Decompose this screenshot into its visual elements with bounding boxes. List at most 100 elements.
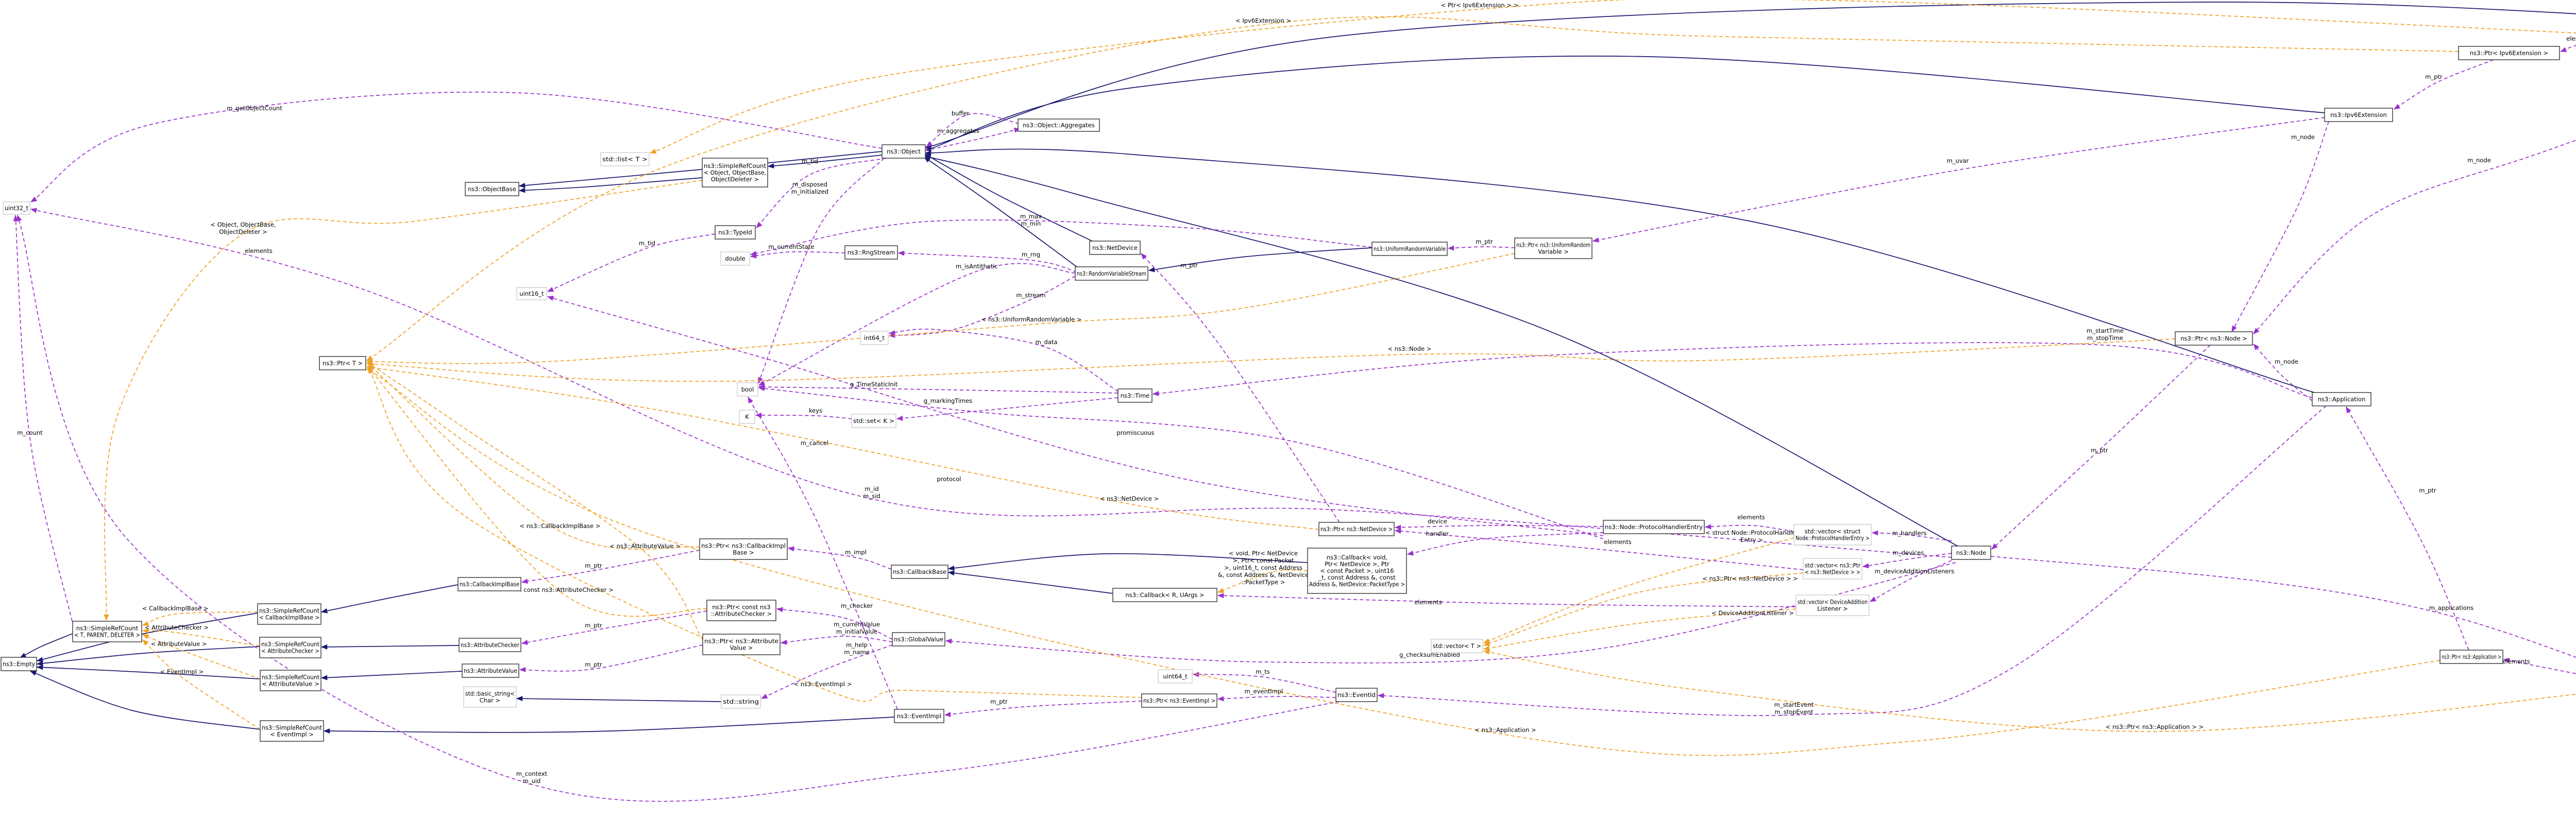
- class-node-bstr[interactable]: std::basic_string<Char >: [463, 686, 517, 708]
- class-node-K[interactable]: K: [739, 410, 755, 424]
- class-node-rvs[interactable]: ns3::RandomVariableStream: [1075, 266, 1148, 281]
- class-node-eventid[interactable]: ns3::EventId: [1335, 688, 1378, 702]
- member-edge: [547, 296, 1604, 536]
- edge-label: m_node: [2467, 157, 2491, 164]
- edge-label: < ns3::Ptr< ns3::NetDevice > >: [1702, 575, 1798, 582]
- class-node-box: [259, 637, 321, 658]
- class-node-vecND[interactable]: std::vector< ns3::Ptr< ns3::NetDevice > …: [1803, 558, 1862, 580]
- class-node-ptrExt[interactable]: ns3::Ptr< Ipv6Extension >: [2458, 46, 2560, 60]
- template-edge: [366, 338, 2176, 382]
- class-node-srcCIB[interactable]: ns3::SimpleRefCount< CallbackImplBase >: [257, 603, 321, 625]
- class-node-rng[interactable]: ns3::RngStream: [844, 245, 898, 260]
- member-edge: [2253, 344, 2313, 401]
- edge-label: < ns3::Ptr< ns3::Application > >: [2106, 723, 2204, 730]
- class-node-u64[interactable]: uint64_t: [1158, 669, 1193, 684]
- class-node-i64[interactable]: int64_t: [860, 331, 889, 345]
- class-node-vecT[interactable]: std::vector< T >: [1431, 639, 1483, 653]
- class-node-ptrNode[interactable]: ns3::Ptr< ns3::Node >: [2175, 331, 2253, 346]
- class-node-sstr[interactable]: std::string: [721, 694, 761, 709]
- class-node-objAgg[interactable]: ns3::Object::Aggregates: [1018, 118, 1100, 132]
- edge-label: elements: [2502, 658, 2530, 665]
- class-node-box: [2312, 392, 2371, 406]
- template-edge: [1483, 650, 2576, 732]
- template-edge: [367, 367, 1142, 702]
- class-node-label: ns3::Ptr< Ipv6Extension >: [2470, 49, 2548, 57]
- class-node-label: std::set< K >: [853, 417, 894, 424]
- class-node-empty[interactable]: ns3::Empty: [1, 657, 37, 671]
- class-node-box: [894, 709, 944, 723]
- edge-label: m_ptr: [1476, 238, 1493, 245]
- class-node-ext[interactable]: ns3::Ipv6Extension: [2324, 108, 2393, 122]
- class-node-bool[interactable]: bool: [737, 382, 758, 397]
- class-node-label: ns3::SimpleRefCount< Object, ObjectBase,…: [704, 162, 766, 183]
- edge-label: m_ptr: [2425, 73, 2443, 80]
- class-node-bigCB[interactable]: ns3::Callback< void,Ptr< NetDevice >, Pt…: [1307, 548, 1407, 594]
- class-node-srcEI[interactable]: ns3::SimpleRefCount< EventImpl >: [260, 720, 324, 742]
- edge-label: m_stream: [1016, 292, 1045, 299]
- class-node-label: ns3::Callback< void,Ptr< NetDevice >, Pt…: [1309, 554, 1405, 588]
- class-node-object[interactable]: ns3::Object: [882, 144, 926, 159]
- member-edge: [1862, 553, 1952, 569]
- class-node-netdev[interactable]: ns3::NetDevice: [1089, 241, 1141, 255]
- class-node-typeid[interactable]: ns3::TypeId: [715, 225, 756, 240]
- class-node-u32[interactable]: uint32_t: [3, 201, 30, 215]
- class-node-u16[interactable]: uint16_t: [516, 287, 547, 300]
- class-node-srcObj[interactable]: ns3::SimpleRefCount< Object, ObjectBase,…: [702, 158, 768, 188]
- class-node-cib[interactable]: ns3::CallbackImplBase: [457, 577, 521, 591]
- class-node-nodePHE[interactable]: ns3::Node::ProtocolHandlerEntry: [1603, 520, 1705, 534]
- inheritance-edge: [516, 696, 722, 702]
- member-edge: [787, 546, 892, 570]
- member-edge: [13, 214, 73, 622]
- class-node-setK[interactable]: std::set< K >: [851, 414, 896, 428]
- member-edge: [2393, 59, 2494, 110]
- class-node-box: [739, 410, 755, 424]
- class-node-node[interactable]: ns3::Node: [1951, 546, 1991, 560]
- class-node-time[interactable]: ns3::Time: [1117, 388, 1153, 403]
- class-node-ptrCAC[interactable]: ns3::Ptr< const ns3::AttributeChecker >: [706, 600, 776, 621]
- member-edge: [521, 550, 700, 584]
- edge-label: < const ns3::AttributeChecker >: [517, 586, 613, 593]
- class-node-urv[interactable]: ns3::UniformRandomVariable: [1371, 242, 1448, 256]
- class-node-obase[interactable]: ns3::ObjectBase: [465, 182, 519, 196]
- class-node-ptrEI[interactable]: ns3::Ptr< ns3::EventImpl >: [1141, 693, 1217, 708]
- class-node-double[interactable]: double: [720, 251, 750, 266]
- class-node-srcAC[interactable]: ns3::SimpleRefCount< AttributeChecker >: [259, 637, 321, 658]
- class-node-label: ns3::AttributeChecker: [461, 641, 519, 649]
- class-node-ptrT[interactable]: ns3::Ptr< T >: [319, 356, 366, 370]
- class-node-box: [1318, 522, 1395, 536]
- class-node-ptrND[interactable]: ns3::Ptr< ns3::NetDevice >: [1318, 522, 1395, 536]
- member-edge: [1377, 405, 2327, 716]
- class-node-box: [1603, 520, 1705, 534]
- class-node-srcAV[interactable]: ns3::SimpleRefCount< AttributeValue >: [260, 670, 321, 691]
- class-node-ac[interactable]: ns3::AttributeChecker: [459, 638, 521, 652]
- edge-label: g_TimeStaticInit: [850, 381, 898, 388]
- class-node-box: [2458, 46, 2560, 60]
- class-node-label: int64_t: [864, 334, 885, 342]
- edge-label: elements: [1737, 514, 1765, 521]
- inheritance-edge: [518, 177, 703, 193]
- class-node-cbBase[interactable]: ns3::CallbackBase: [891, 565, 948, 579]
- member-edge: [780, 636, 893, 645]
- edge-label: m_ptr: [585, 562, 602, 569]
- class-node-ei[interactable]: ns3::EventImpl: [894, 709, 944, 723]
- edge-label: m_applications: [2429, 604, 2473, 611]
- class-node-box: [706, 600, 776, 621]
- class-node-cbRU[interactable]: ns3::Callback< R, UArgs >: [1112, 588, 1217, 602]
- class-node-app[interactable]: ns3::Application: [2312, 392, 2371, 406]
- class-node-ptrApp[interactable]: ns3::Ptr< ns3::Application >: [2439, 650, 2503, 664]
- class-node-av[interactable]: ns3::AttributeValue: [462, 663, 519, 678]
- class-node-gv[interactable]: ns3::GlobalValue: [892, 632, 945, 646]
- class-node-label: ns3::SimpleRefCount< T, PARENT, DELETER …: [74, 625, 140, 639]
- class-node-listT[interactable]: std::list< T >: [600, 152, 650, 166]
- edge-label: keys: [809, 407, 822, 414]
- class-node-box: [891, 565, 948, 579]
- member-edge: [1871, 530, 1952, 541]
- class-node-srcTPD[interactable]: ns3::SimpleRefCount< T, PARENT, DELETER …: [72, 621, 142, 642]
